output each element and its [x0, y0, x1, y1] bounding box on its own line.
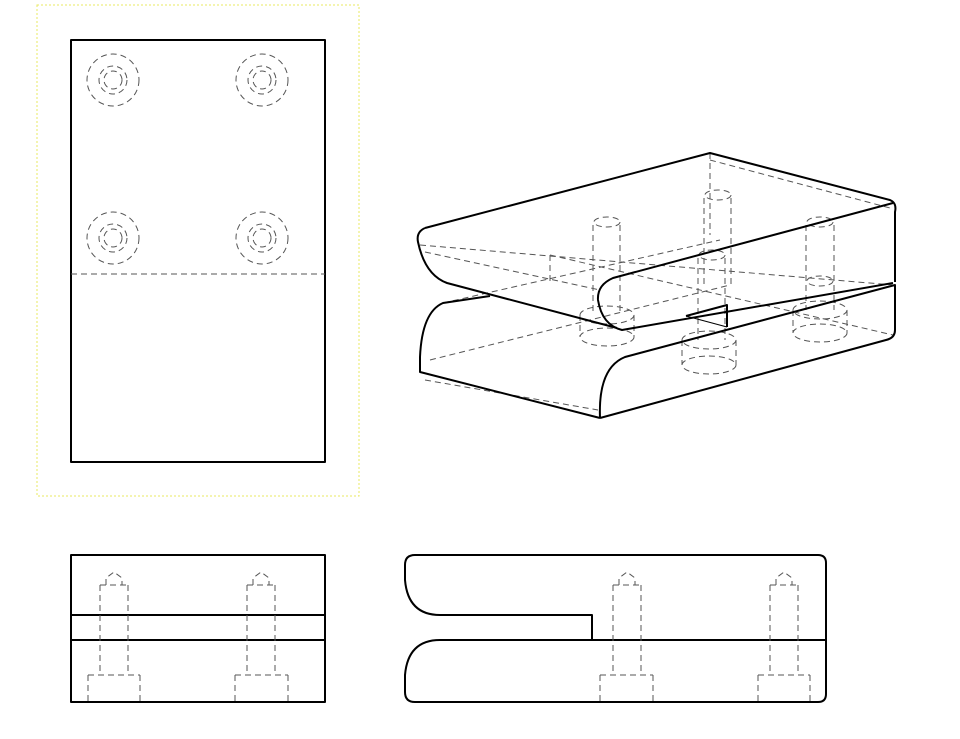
upper-jaw — [416, 152, 897, 331]
front-view[interactable] — [404, 554, 827, 703]
selection-frame — [36, 4, 360, 497]
bolt-hidden-2 — [681, 189, 737, 375]
isometric-view[interactable] — [416, 152, 897, 419]
bolt-hidden-3 — [792, 216, 848, 343]
hole-bottom-left — [86, 211, 140, 265]
hole-top-right — [235, 53, 289, 107]
top-view[interactable] — [36, 4, 360, 497]
front-view-outline — [404, 554, 827, 703]
hole-bottom-right — [235, 211, 289, 265]
top-view-outline — [70, 39, 326, 463]
bolt-hidden-right — [757, 571, 811, 702]
side-view-outline — [70, 554, 326, 703]
hole-top-left — [86, 53, 140, 107]
bolt-hidden-1 — [579, 216, 635, 347]
hidden-edges — [419, 153, 894, 411]
bolt-hidden-right — [234, 571, 289, 702]
bolt-hidden-left — [599, 571, 654, 702]
side-view[interactable] — [70, 554, 326, 703]
bolt-hidden-left — [87, 571, 141, 702]
lower-jaw — [419, 284, 896, 419]
